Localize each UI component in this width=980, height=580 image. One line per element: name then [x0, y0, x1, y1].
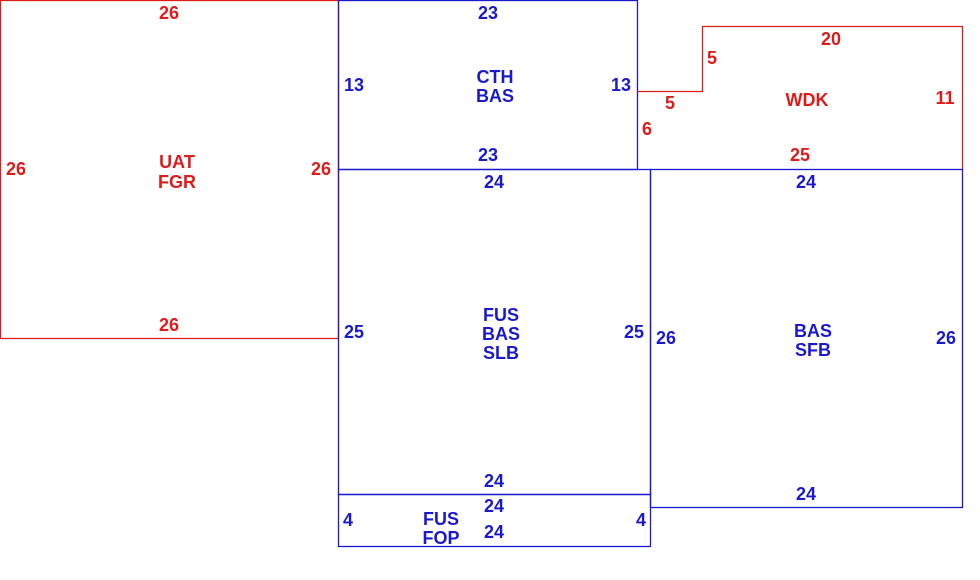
area-cth-bas-dim-top: 23: [478, 3, 498, 23]
area-fus-bas-slb-label-line2: BAS: [482, 324, 520, 344]
area-cth-bas-label-line1: CTH: [477, 67, 514, 87]
area-cth-bas-dim-right: 13: [611, 75, 631, 95]
area-fus-fop-label-line1: FUS: [423, 509, 459, 529]
area-uat-fgr-dim-right: 26: [311, 159, 331, 179]
area-bas-sfb-dim-top: 24: [796, 172, 816, 192]
area-wdk-label: WDK: [786, 90, 829, 110]
area-cth-bas-dim-bottom: 23: [478, 145, 498, 165]
area-bas-sfb: BAS SFB 24 24 26 26: [649, 168, 964, 509]
area-wdk-dim-notch-horizontal: 5: [665, 93, 675, 113]
area-wdk-dim-bottom: 25: [790, 145, 810, 165]
area-fus-bas-slb-label-line3: SLB: [483, 343, 519, 363]
area-wdk-dim-right: 11: [935, 88, 954, 108]
area-fus-fop-dim-left: 4: [343, 510, 353, 530]
area-uat-fgr-dim-left: 26: [6, 159, 26, 179]
area-bas-sfb-label-line1: BAS: [794, 321, 832, 341]
area-bas-sfb-label-line2: SFB: [795, 340, 831, 360]
area-fus-bas-slb-dim-right: 25: [624, 322, 644, 342]
area-bas-sfb-dim-left: 26: [656, 328, 676, 348]
area-fus-fop-dim-right: 4: [636, 510, 646, 530]
area-fus-fop-dim-top: 24: [484, 496, 504, 516]
area-fus-bas-slb: FUS BAS SLB 24 24 25 25: [337, 168, 652, 496]
area-bas-sfb-dim-right: 26: [936, 328, 956, 348]
area-fus-bas-slb-dim-top: 24: [484, 172, 504, 192]
area-bas-sfb-dim-bottom: 24: [796, 484, 816, 504]
area-bas-sfb-outline: [649, 168, 964, 509]
area-uat-fgr-label-line2: FGR: [158, 172, 196, 192]
area-fus-bas-slb-label-line1: FUS: [483, 305, 519, 325]
area-wdk-outline: [637, 25, 964, 170]
area-fus-fop: FUS FOP 24 24 4 4: [337, 493, 652, 548]
area-wdk-dim-notch-vertical: 5: [707, 48, 717, 68]
area-wdk-dim-top: 20: [821, 29, 841, 49]
area-cth-bas-label-line2: BAS: [476, 86, 514, 106]
area-wdk-dim-left: 6: [642, 119, 652, 139]
area-fus-bas-slb-dim-left: 25: [344, 322, 364, 342]
area-cth-bas-dim-left: 13: [344, 75, 364, 95]
area-uat-fgr-dim-top: 26: [159, 3, 179, 23]
area-uat-fgr: UAT FGR 26 26 26 26: [0, 0, 340, 340]
area-fus-fop-label-line2: FOP: [422, 528, 459, 548]
area-uat-fgr-label-line1: UAT: [159, 152, 195, 172]
area-cth-bas: CTH BAS 23 23 13 13: [337, 0, 639, 171]
area-wdk: WDK 20 11 25 6 5 5: [637, 25, 964, 170]
area-uat-fgr-dim-bottom: 26: [159, 315, 179, 335]
area-fus-fop-outline: [337, 493, 652, 548]
area-fus-fop-dim-bottom: 24: [484, 522, 504, 542]
area-fus-bas-slb-dim-bottom: 24: [484, 471, 504, 491]
